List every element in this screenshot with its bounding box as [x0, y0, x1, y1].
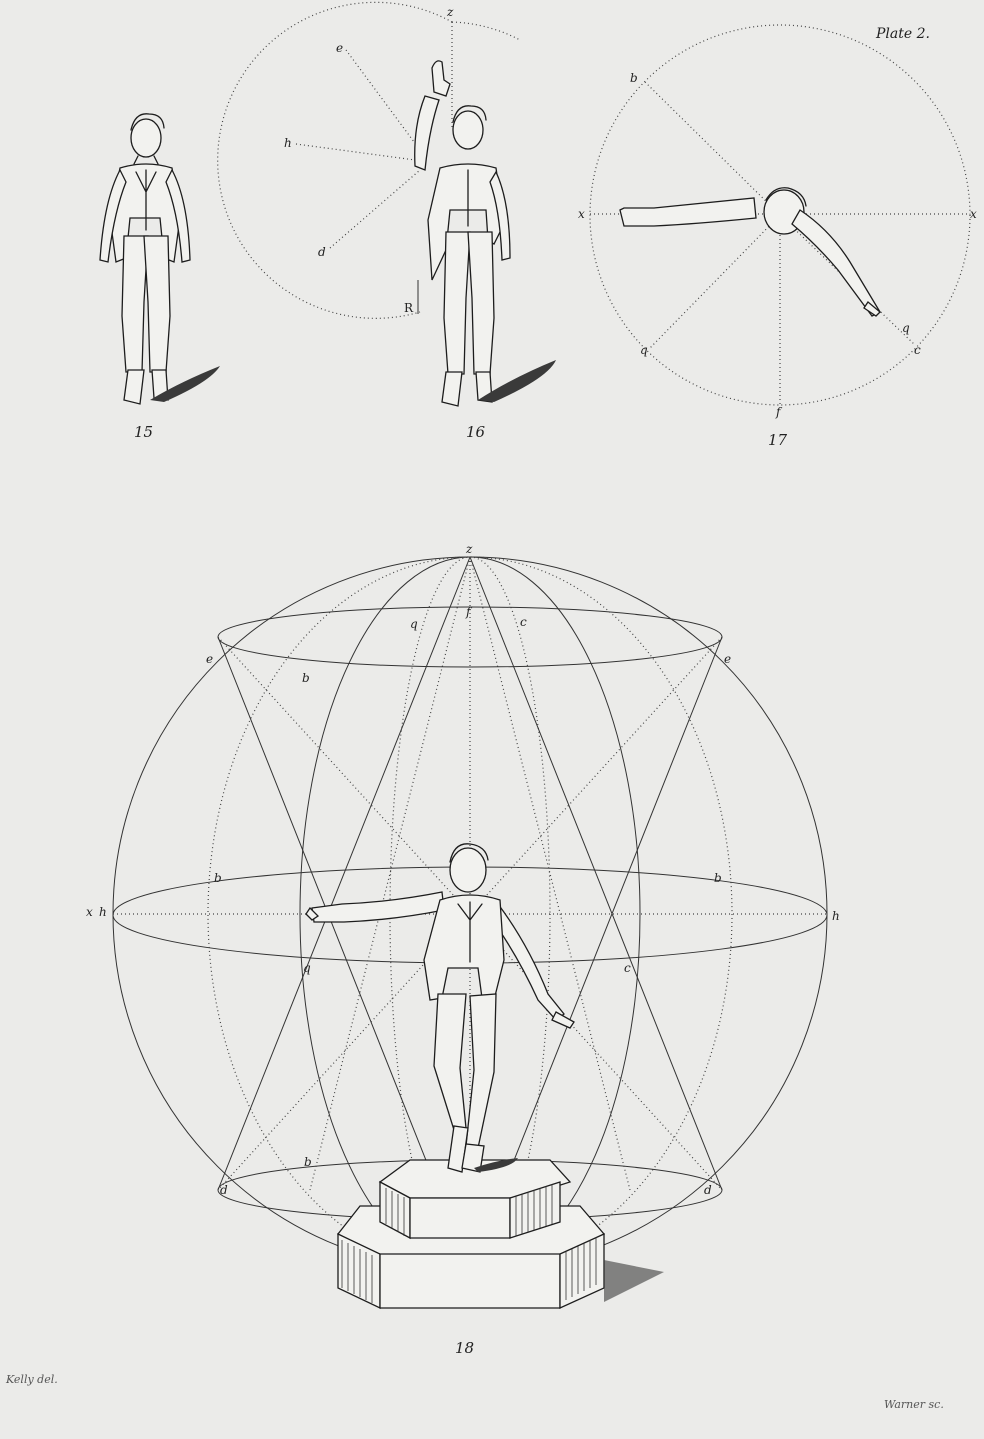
figure-18-label-e-left: e [206, 652, 213, 666]
figure-18-number: 18 [455, 1339, 474, 1357]
figure-18-label-c-top: c [520, 615, 527, 629]
figure-17-number: 17 [768, 431, 788, 449]
figure-17-label-x-left: x [578, 207, 585, 221]
figure-17-label-c: c [914, 343, 921, 357]
figure-18-label-x: x [86, 905, 93, 919]
figure-15-number: 15 [134, 423, 153, 441]
figure-18-label-b-right: b [714, 871, 722, 885]
figure-16: z e h d R 16 [218, 2, 556, 441]
figure-17: b x x q q c f 17 [578, 25, 977, 449]
figure-18-label-h-left: h [99, 905, 107, 919]
credit-left: Kelly del. [5, 1373, 58, 1386]
figure-16-label-e: e [336, 41, 343, 55]
figure-18: z q f c e e b b b x h h q c d d b q f c … [86, 542, 840, 1357]
figure-18-label-c-mid: c [624, 961, 631, 975]
figure-18-label-q-top: q [410, 617, 418, 631]
figure-16-label-d: d [318, 245, 326, 259]
figure-18-label-z: z [465, 542, 473, 556]
figure-18-label-b-left: b [214, 871, 222, 885]
credit-right: Warner sc. [884, 1398, 944, 1411]
figure-16-label-z: z [446, 5, 454, 19]
figure-16-man-arm-raised [415, 61, 556, 406]
figure-15: 15 [100, 114, 220, 441]
figure-18-label-h-right: h [832, 909, 840, 923]
figure-16-label-R: R [404, 301, 414, 315]
figure-18-label-e-right: e [724, 652, 731, 666]
figure-18-label-d-right: d [704, 1183, 712, 1197]
figure-17-label-b: b [630, 71, 638, 85]
figure-16-label-h: h [284, 136, 292, 150]
figure-18-pedestal [338, 1160, 664, 1308]
figure-18-label-q-mid: q [303, 961, 311, 975]
figure-15-standing-man [100, 114, 220, 404]
figure-18-label-b-lower: b [304, 1155, 312, 1169]
figure-18-man-arms-extended [306, 844, 574, 1172]
figure-17-label-x-right: x [970, 207, 977, 221]
figure-17-man-from-above [620, 188, 880, 316]
figure-18-label-d-left: d [220, 1183, 228, 1197]
figure-17-label-f: f [775, 405, 783, 419]
figure-18-label-b-upper: b [302, 671, 310, 685]
figure-16-number: 16 [466, 423, 486, 441]
plate-title: Plate 2. [875, 26, 930, 42]
figure-17-label-q-left: q [640, 343, 648, 357]
figure-17-label-q-right: q [902, 321, 910, 335]
